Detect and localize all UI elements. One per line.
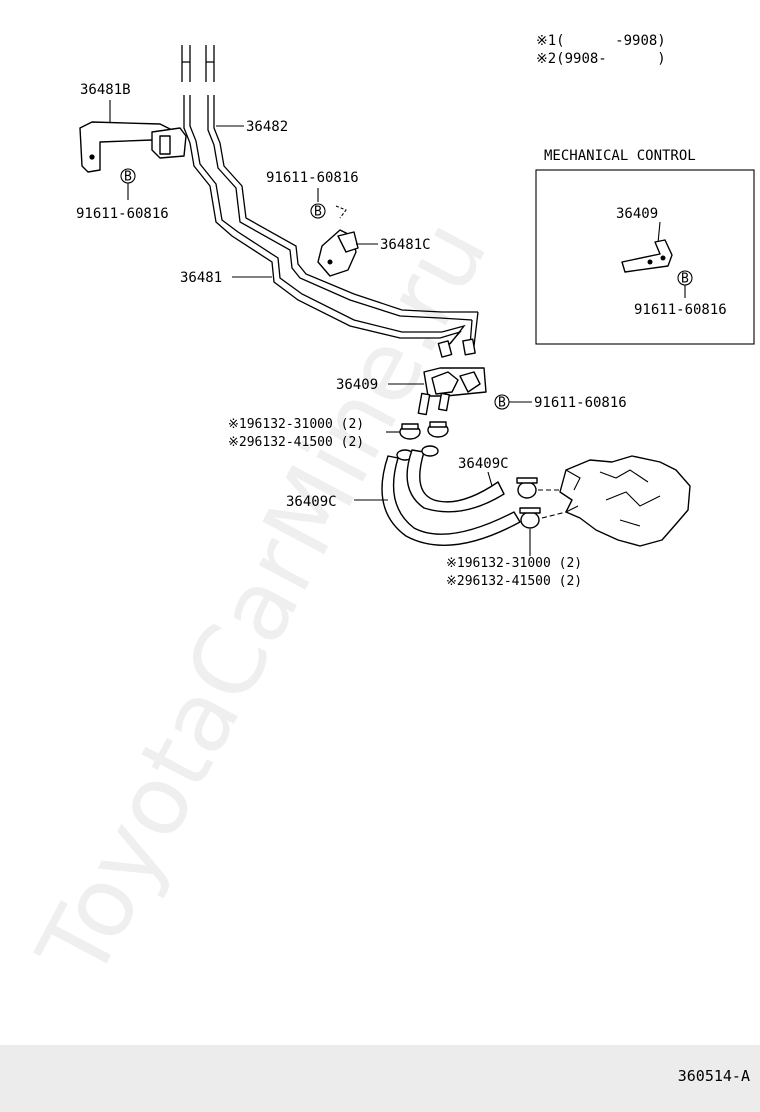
svg-text:B: B <box>124 170 132 185</box>
label-clip-lower-2: ※296132-41500 (2) <box>446 574 582 589</box>
label-hose-left: 36409C <box>286 494 337 510</box>
inset-mechanical-control: MECHANICAL CONTROL 36409 B 91611-60816 <box>535 148 755 345</box>
label-bolt-left: 91611-60816 <box>76 206 169 222</box>
inset-part-label: 36409 <box>616 206 658 222</box>
watermark: ToyotaCarMine.ru <box>16 203 509 997</box>
bracket-36481B-icon <box>79 121 187 173</box>
label-bolt-mid: 91611-60816 <box>266 170 359 186</box>
transmission-icon <box>559 455 691 547</box>
label-clip-upper-2: ※296132-41500 (2) <box>228 435 364 450</box>
legend-line-1: ※1( -9908) <box>536 33 666 49</box>
tube-36481 <box>183 95 462 349</box>
label-clip-lower-1: ※196132-31000 (2) <box>446 556 582 571</box>
label-bolt-joint: 91611-60816 <box>534 395 627 411</box>
footer-bar: 360514-A <box>0 1045 760 1112</box>
inset-bolt-mark-icon: B <box>677 270 693 287</box>
hose-right-icon <box>406 445 505 513</box>
clip-lower-icon <box>516 477 541 529</box>
joint-36409-icon <box>417 367 487 416</box>
clamp-36481C-icon <box>317 229 359 277</box>
tube-ends-icon <box>181 45 215 82</box>
label-36481C: 36481C <box>380 237 431 253</box>
label-clip-upper-1: ※196132-31000 (2) <box>228 417 364 432</box>
label-36481B: 36481B <box>80 82 131 98</box>
parts-diagram: ToyotaCarMine.ru ※1( -9908) ※2(9908- ) M… <box>16 33 755 997</box>
label-hose-right: 36409C <box>458 456 509 472</box>
label-36482: 36482 <box>246 119 288 135</box>
bolt-mark-joint-icon: B <box>494 394 510 411</box>
label-36481: 36481 <box>180 270 222 286</box>
inset-bolt-label: 91611-60816 <box>634 302 727 318</box>
clip-upper-icon <box>399 421 449 440</box>
label-36409: 36409 <box>336 377 378 393</box>
svg-text:B: B <box>498 396 506 411</box>
svg-text:B: B <box>314 205 322 220</box>
svg-text:B: B <box>681 272 689 287</box>
bolt-mark-left-icon: B <box>120 168 136 185</box>
inset-bracket-icon <box>621 239 673 273</box>
diagram-code: 360514-A <box>677 1067 750 1085</box>
inset-title: MECHANICAL CONTROL <box>544 148 696 164</box>
bolt-mark-mid-icon: B <box>310 203 326 220</box>
legend-line-2: ※2(9908- ) <box>536 51 666 67</box>
tube-fittings-icon <box>437 338 476 358</box>
